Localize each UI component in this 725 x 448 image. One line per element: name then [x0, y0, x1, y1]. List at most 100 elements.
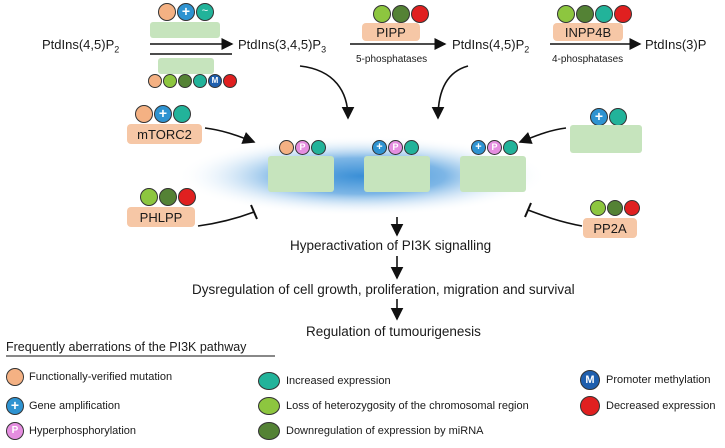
increased-expression-icon: ~	[196, 3, 214, 21]
mutation-icon	[158, 3, 176, 21]
loh-icon	[258, 397, 280, 415]
pten-markers: M	[148, 74, 237, 88]
phlpp-markers	[140, 188, 196, 206]
legend-label: Decreased expression	[606, 400, 716, 412]
outcome-tumourigenesis: Regulation of tumourigenesis	[306, 324, 481, 339]
pi3k-box	[150, 22, 220, 38]
increased-expression-icon	[503, 140, 518, 155]
inhibit-phlpp	[197, 211, 255, 227]
increased-expression-icon	[609, 108, 627, 126]
legend-title: Frequently aberrations of the PI3K pathw…	[6, 340, 247, 354]
pip2-left-subscript: 2	[114, 44, 120, 55]
outcome-hyperactivation: Hyperactivation of PI3K signalling	[290, 238, 492, 253]
pip2-right-text: PtdIns(4,5)P	[452, 37, 525, 52]
inhibit-phlpp-bar	[250, 204, 258, 220]
pp2a-markers	[590, 200, 640, 216]
amplification-icon: +	[471, 140, 486, 155]
mirna-icon	[178, 74, 192, 88]
upper-right-green-box	[570, 125, 642, 153]
decreased-expression-icon	[580, 396, 600, 416]
legend-item-amplification: + Gene amplification	[6, 397, 120, 415]
legend-item-phospho: P Hyperphosphorylation	[6, 422, 136, 440]
arrow-pp2a-region-to-membrane	[518, 127, 567, 144]
mirna-icon	[258, 422, 280, 440]
pip2-left-label: PtdIns(4,5)P2	[42, 37, 119, 55]
amplification-icon: +	[6, 397, 24, 415]
decreased-expression-icon	[223, 74, 237, 88]
membrane-protein-1	[268, 156, 334, 192]
amplification-icon: +	[590, 108, 608, 126]
mutation-icon	[135, 105, 153, 123]
mtorc2-box: mTORC2	[127, 124, 202, 144]
outcome-dysregulation: Dysregulation of cell growth, proliferat…	[192, 282, 575, 297]
legend-label: Functionally-verified mutation	[29, 371, 173, 383]
mirna-icon	[576, 5, 594, 23]
pip2-right-subscript: 2	[524, 44, 530, 55]
caption-4-phosphatases: 4-phosphatases	[552, 54, 624, 65]
arrow-mtorc2-to-membrane	[204, 127, 256, 144]
arrow-pip2-to-membrane	[431, 65, 469, 120]
legend-label: Downregulation of expression by miRNA	[286, 425, 484, 437]
loh-icon	[140, 188, 158, 206]
amplification-icon: +	[154, 105, 172, 123]
phospho-icon: P	[487, 140, 502, 155]
inhibit-pp2a-bar	[524, 202, 532, 218]
pip2-right-label: PtdIns(4,5)P2	[452, 37, 529, 55]
increased-expression-icon	[193, 74, 207, 88]
arrow-pip3-to-membrane	[299, 65, 355, 120]
membrane-protein-2	[364, 156, 430, 192]
decreased-expression-icon	[411, 5, 429, 23]
legend-item-mutation: Functionally-verified mutation	[6, 368, 172, 386]
membrane-protein-1-markers: P	[279, 140, 326, 155]
increased-expression-icon	[173, 105, 191, 123]
legend-item-mirna: Downregulation of expression by miRNA	[258, 422, 483, 440]
methylation-icon: M	[208, 74, 222, 88]
phospho-icon: P	[295, 140, 310, 155]
mirna-icon	[607, 200, 623, 216]
legend-label: Promoter methylation	[606, 374, 711, 386]
pp2a-box: PP2A	[583, 218, 637, 238]
pi3k-markers: + ~	[158, 3, 214, 21]
legend-label: Loss of heterozygosity of the chromosoma…	[286, 400, 529, 412]
legend-item-loh: Loss of heterozygosity of the chromosoma…	[258, 397, 529, 415]
increased-expression-icon	[404, 140, 419, 155]
pip2-left-text: PtdIns(4,5)P	[42, 37, 115, 52]
decreased-expression-icon	[614, 5, 632, 23]
loh-icon	[373, 5, 391, 23]
inhibit-pp2a	[527, 209, 583, 227]
pip1-label: PtdIns(3)P	[645, 37, 707, 52]
mutation-icon	[148, 74, 162, 88]
mutation-icon	[6, 368, 24, 386]
pip3-label: PtdIns(3,4,5)P3	[238, 37, 326, 55]
pip3-subscript: 3	[321, 44, 327, 55]
legend-label: Increased expression	[286, 375, 391, 387]
membrane-protein-3-markers: + P	[471, 140, 518, 155]
inpp4b-box: INPP4B	[553, 23, 623, 41]
phlpp-box: PHLPP	[127, 207, 195, 227]
mtorc2-markers: +	[135, 105, 191, 123]
pipp-markers	[373, 5, 429, 23]
legend-item-decreased: Decreased expression	[580, 396, 715, 416]
increased-expression-icon	[311, 140, 326, 155]
mutation-icon	[279, 140, 294, 155]
amplification-icon: +	[372, 140, 387, 155]
pipp-box: PIPP	[362, 23, 420, 41]
decreased-expression-icon	[624, 200, 640, 216]
legend-item-increased: Increased expression	[258, 372, 391, 390]
legend-label: Hyperphosphorylation	[29, 425, 137, 437]
loh-icon	[557, 5, 575, 23]
decreased-expression-icon	[178, 188, 196, 206]
phospho-icon: P	[6, 422, 24, 440]
pp2a-region-markers: +	[590, 108, 627, 126]
membrane-protein-3	[460, 156, 526, 192]
mirna-icon	[159, 188, 177, 206]
loh-icon	[163, 74, 177, 88]
legend-label: Gene amplification	[29, 400, 121, 412]
pten-box	[158, 58, 214, 74]
methylation-icon: M	[580, 370, 600, 390]
phospho-icon: P	[388, 140, 403, 155]
membrane-protein-2-markers: + P	[372, 140, 419, 155]
increased-expression-icon	[595, 5, 613, 23]
caption-5-phosphatases: 5-phosphatases	[356, 54, 428, 65]
inpp4b-markers	[557, 5, 632, 23]
